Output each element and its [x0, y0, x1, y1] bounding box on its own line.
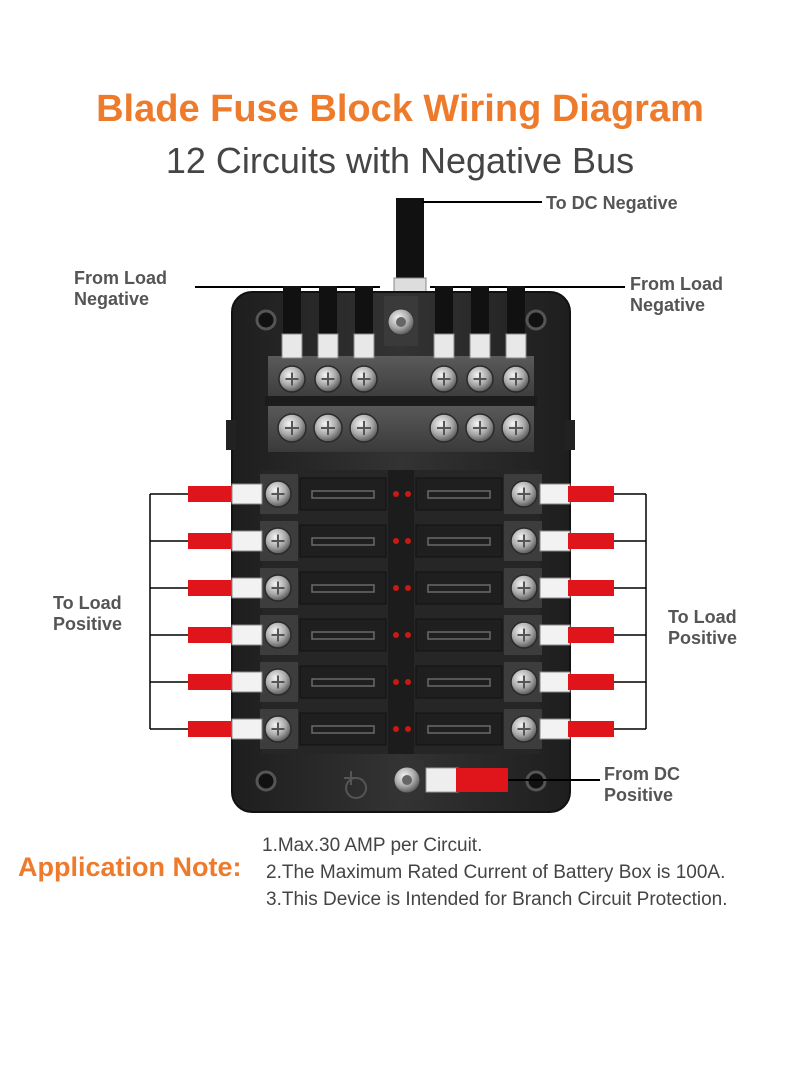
load-positive-wire-left — [150, 624, 263, 646]
negative-bus-screw-icon — [466, 365, 494, 393]
load-positive-wire-left — [150, 671, 263, 693]
load-negative-wire — [353, 286, 375, 359]
terminal-screw-icon — [510, 715, 538, 743]
negative-bus-screw-icon — [501, 413, 531, 443]
terminal-screw-icon — [510, 668, 538, 696]
indicator-led-icon — [405, 491, 411, 497]
label-from-load-negative-right: From Load Negative — [630, 274, 723, 315]
diagram-title: Blade Fuse Block Wiring Diagram — [96, 88, 704, 130]
terminal-screw-icon — [510, 480, 538, 508]
indicator-led-icon — [405, 585, 411, 591]
negative-bus-screw-icon — [465, 413, 495, 443]
indicator-led-icon — [393, 726, 399, 732]
label-to-load-positive-right: To Load Positive — [668, 607, 738, 648]
label-from-dc-positive: From DC Positive — [604, 764, 680, 805]
fuse-slot — [299, 571, 387, 605]
load-negative-wire — [433, 286, 455, 359]
application-note-item-3: 3.This Device is Intended for Branch Cir… — [266, 889, 728, 910]
diagram-subtitle: 12 Circuits with Negative Bus — [165, 140, 635, 181]
load-positive-wire-left — [150, 577, 263, 599]
fuse-slot — [415, 524, 503, 558]
fuse-slot — [415, 665, 503, 699]
indicator-led-icon — [405, 679, 411, 685]
dc-positive-stud-icon — [344, 760, 424, 800]
load-positive-wire-right — [539, 718, 646, 740]
negative-bus-screw-icon — [502, 365, 530, 393]
label-to-dc-negative: To DC Negative — [546, 193, 678, 213]
application-note-item-2: 2.The Maximum Rated Current of Battery B… — [266, 862, 726, 883]
terminal-screw-icon — [510, 574, 538, 602]
load-positive-wire-right — [539, 671, 646, 693]
negative-bus-screw-icon — [430, 365, 458, 393]
negative-bus-screw-icon — [349, 413, 379, 443]
fuse-slot — [415, 477, 503, 511]
terminal-screw-icon — [264, 715, 292, 743]
indicator-led-icon — [393, 538, 399, 544]
load-positive-wire-right — [539, 577, 646, 599]
fuse-slot — [299, 618, 387, 652]
load-positive-wire-right — [539, 624, 646, 646]
application-note-item-1: 1.Max.30 AMP per Circuit. — [262, 835, 483, 856]
dc-positive-wire — [425, 767, 600, 793]
terminal-screw-icon — [264, 480, 292, 508]
load-positive-wire-right — [539, 530, 646, 552]
indicator-led-icon — [405, 726, 411, 732]
fuse-slot — [299, 524, 387, 558]
negative-bus-screw-icon — [277, 413, 307, 443]
terminal-screw-icon — [510, 527, 538, 555]
negative-bus-screw-icon — [314, 365, 342, 393]
load-negative-wire — [469, 286, 491, 359]
fuse-slot — [415, 618, 503, 652]
negative-bus-screw-icon — [278, 365, 306, 393]
terminal-screw-icon — [264, 621, 292, 649]
label-from-load-negative-left: From Load Negative — [74, 268, 167, 309]
negative-bus-screw-icon — [313, 413, 343, 443]
indicator-led-icon — [393, 679, 399, 685]
terminal-screw-icon — [264, 527, 292, 555]
fuse-slot — [299, 665, 387, 699]
fuse-slot — [415, 712, 503, 746]
load-negative-wire — [317, 286, 339, 359]
negative-bus-screw-icon — [429, 413, 459, 443]
fuse-slot — [299, 712, 387, 746]
indicator-led-icon — [393, 491, 399, 497]
load-positive-wire-left — [150, 530, 263, 552]
load-negative-wire — [505, 286, 527, 359]
indicator-led-icon — [393, 632, 399, 638]
fuse-slot — [299, 477, 387, 511]
indicator-led-icon — [393, 585, 399, 591]
load-positive-wire-left — [150, 483, 263, 505]
negative-bus-screw-icon — [350, 365, 378, 393]
load-positive-wire-right — [539, 483, 646, 505]
terminal-screw-icon — [264, 574, 292, 602]
load-negative-wire — [281, 286, 303, 359]
fuse-slot — [415, 571, 503, 605]
negative-main-stud-icon — [384, 296, 418, 346]
load-positive-wire-left — [150, 718, 263, 740]
terminal-screw-icon — [510, 621, 538, 649]
application-note-heading: Application Note: — [18, 852, 242, 882]
indicator-led-icon — [405, 632, 411, 638]
indicator-led-icon — [405, 538, 411, 544]
label-to-load-positive-left: To Load Positive — [53, 593, 123, 634]
terminal-screw-icon — [264, 668, 292, 696]
